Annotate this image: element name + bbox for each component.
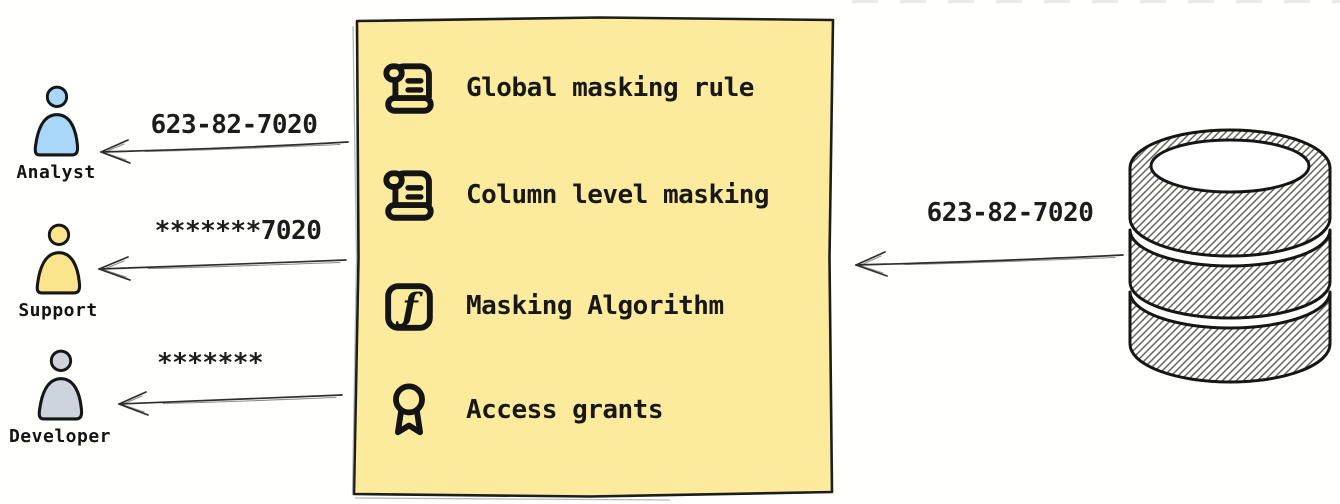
database-value-label: 623-82-7020	[926, 198, 1094, 228]
support-head	[47, 223, 71, 246]
support-user-icon	[35, 223, 82, 295]
actor-support: Support	[2, 222, 114, 321]
box-item-label: Masking Algorithm	[466, 291, 724, 321]
box-item-label: Global masking rule	[466, 73, 754, 103]
actor-label: Support	[18, 300, 98, 321]
function-icon: ƒ	[385, 283, 433, 331]
box-item-global-masking-rule: Global masking rule	[380, 58, 754, 120]
actor-label: Analyst	[16, 162, 96, 183]
actor-label: Developer	[8, 426, 112, 447]
box-item-column-level-masking: Column level masking	[380, 165, 770, 227]
box-item-access-grants: Access grants	[380, 380, 664, 442]
database-middle-band	[1128, 228, 1332, 320]
developer-user-icon	[37, 349, 84, 421]
analyst-user-icon	[33, 85, 80, 157]
torn-edge-decoration	[852, 0, 1340, 3]
actor-analyst: Analyst	[0, 84, 112, 183]
developer-body	[37, 377, 84, 421]
box-item-masking-algorithm: ƒ Masking Algorithm	[380, 276, 724, 338]
masked-value-developer: *******	[156, 348, 264, 378]
database-top-opening	[1149, 138, 1311, 194]
svg-text:ƒ: ƒ	[395, 286, 423, 329]
database-bottom-band	[1128, 290, 1332, 384]
masking-box	[351, 16, 835, 501]
analyst-body	[33, 113, 80, 157]
arrow-to-developer	[118, 391, 343, 416]
scroll-icon	[383, 170, 434, 221]
database-icon	[1128, 128, 1332, 384]
masking-box-panel	[352, 16, 835, 498]
arrow-to-support	[98, 256, 347, 281]
arrow-to-analyst	[100, 139, 349, 164]
scroll-icon	[383, 63, 434, 114]
masked-value-support: *******7020	[154, 216, 322, 246]
developer-head	[49, 349, 73, 372]
masked-value-analyst: 623-82-7020	[150, 110, 318, 140]
box-item-label: Column level masking	[466, 180, 770, 210]
analyst-head	[45, 85, 69, 108]
masking-box-sketch-stroke	[351, 25, 671, 501]
support-body	[35, 251, 82, 295]
arrow-database-to-box	[855, 251, 1124, 277]
award-icon	[393, 383, 425, 436]
box-item-label: Access grants	[466, 395, 664, 425]
actor-developer: Developer	[4, 348, 116, 447]
